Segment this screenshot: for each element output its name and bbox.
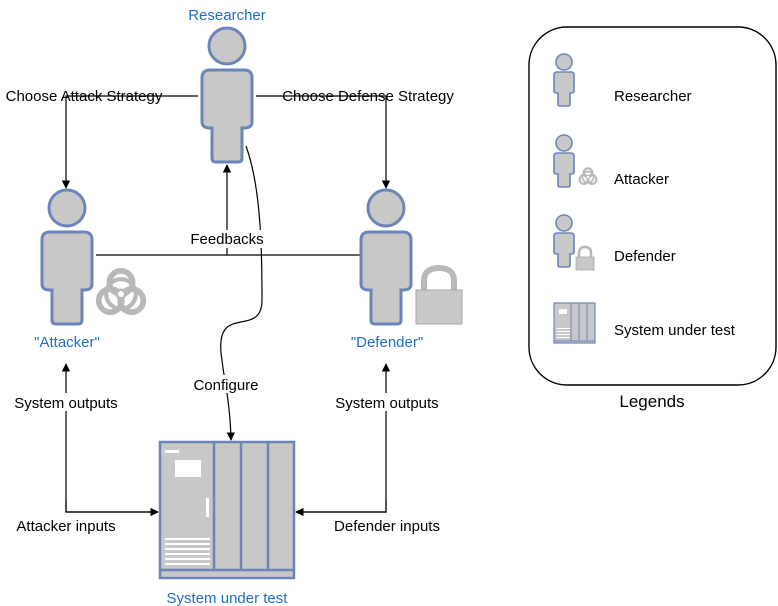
biohazard-icon <box>99 271 144 312</box>
edge-choose-defense <box>256 95 391 189</box>
person-icon <box>553 53 575 107</box>
legend-label: System under test <box>614 322 736 339</box>
attacker-inputs-label: Attacker inputs <box>16 518 115 535</box>
edge-choose-attack <box>61 95 198 189</box>
legend-item-researcher: Researcher <box>553 53 692 107</box>
server-rack-icon <box>158 440 296 580</box>
researcher-figure <box>200 26 254 164</box>
defender-outputs-label: System outputs <box>335 395 438 412</box>
attacker-figure <box>40 188 94 326</box>
defender-inputs-label: Defender inputs <box>334 518 440 535</box>
feedbacks-label: Feedbacks <box>190 231 263 248</box>
legend-label: Attacker <box>614 171 669 188</box>
person-icon <box>553 214 575 268</box>
researcher-label: Researcher <box>188 7 266 24</box>
legend-label: Defender <box>614 248 676 265</box>
defender-figure <box>359 188 413 326</box>
configure-label: Configure <box>193 377 258 394</box>
edge-defender-loop <box>295 363 391 517</box>
choose-defense-label: Choose Defense Strategy <box>282 88 454 105</box>
system-label: System under test <box>167 590 289 606</box>
attacker-label: "Attacker" <box>34 334 100 351</box>
person-icon <box>553 134 575 188</box>
legend-label: Researcher <box>614 88 692 105</box>
legend-box <box>528 26 777 386</box>
edge-attacker-loop <box>61 363 159 517</box>
server-rack-icon <box>553 302 596 344</box>
attacker-outputs-label: System outputs <box>14 395 117 412</box>
legend-item-attacker: Attacker <box>553 134 669 188</box>
choose-attack-label: Choose Attack Strategy <box>6 88 163 105</box>
padlock-icon <box>575 245 595 271</box>
legend-title: Legends <box>619 392 684 411</box>
legend-item-defender: Defender <box>553 214 676 271</box>
defender-label: "Defender" <box>351 334 423 351</box>
padlock-icon <box>415 264 463 325</box>
legend-item-system: System under test <box>553 302 736 344</box>
